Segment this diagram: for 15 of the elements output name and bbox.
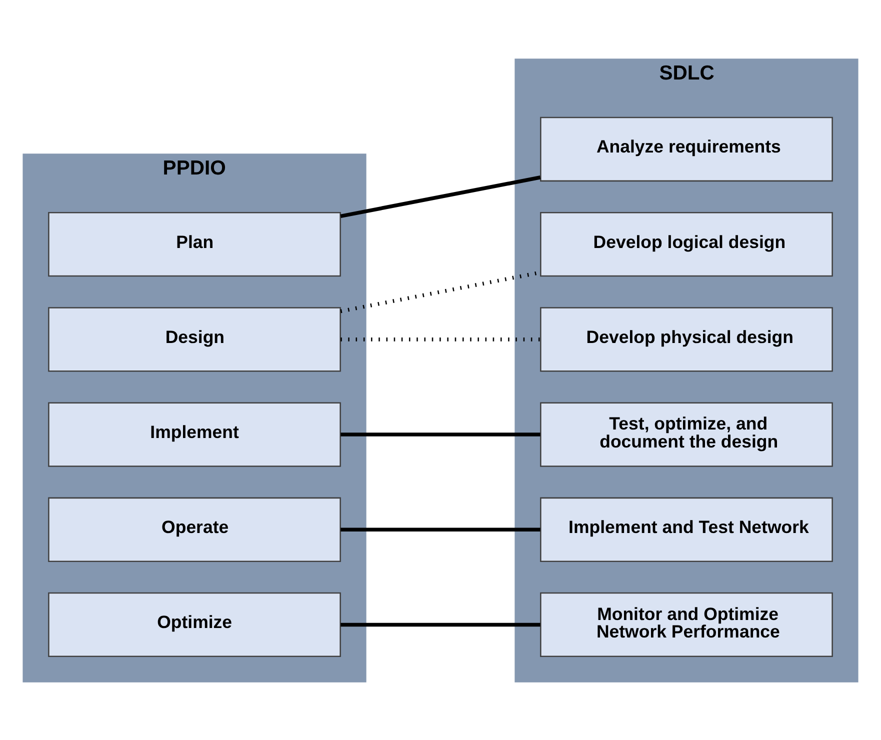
node-box: Develop logical design (540, 212, 833, 276)
node-box: Optimize (48, 592, 341, 657)
connector (340, 622, 540, 626)
node-box: Design (48, 306, 341, 372)
node-box: Plan (48, 212, 341, 276)
node-box: Analyze requirements (540, 116, 833, 182)
connector (340, 175, 541, 218)
node-box: Operate (48, 496, 341, 562)
node-box: Develop physical design (540, 306, 833, 372)
connector (340, 432, 540, 436)
node-box: Implement and Test Network (540, 496, 833, 562)
node-box: Test, optimize, and document the design (540, 402, 833, 466)
node-box: Implement (48, 402, 341, 466)
node-box: Monitor and Optimize Network Performance (540, 592, 833, 657)
connector (340, 527, 540, 532)
